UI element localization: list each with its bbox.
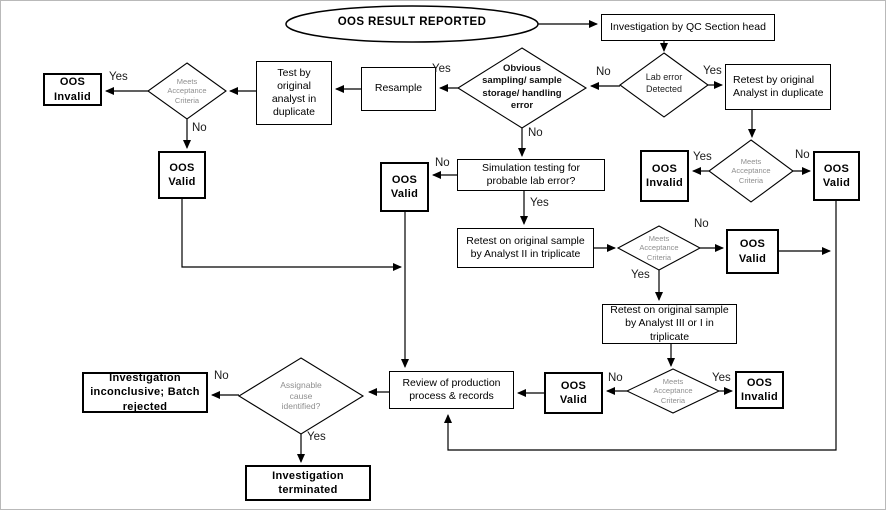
decision-meets-bottom-shape bbox=[625, 368, 721, 414]
edge-label-no-meets-left: No bbox=[192, 122, 207, 134]
decision-assignable-shape bbox=[237, 357, 365, 435]
edge-label-no-obvious: No bbox=[528, 127, 543, 139]
edge-valid-far-right-to-review bbox=[444, 201, 837, 451]
edge-label-yes-meets-left: Yes bbox=[109, 71, 128, 83]
node-oos-invalid-top-left: OOS Invalid bbox=[43, 73, 102, 106]
edge-label-yes-obvious: Yes bbox=[432, 63, 451, 75]
node-investigation-qc: Investigation by QC Section head bbox=[601, 14, 775, 41]
node-oos-valid-mid2: OOS Valid bbox=[726, 229, 779, 274]
edge-label-no-simulation: No bbox=[435, 157, 450, 169]
edge-label-yes-simulation: Yes bbox=[530, 197, 549, 209]
node-retest-analyst3: Retest on original sample by Analyst III… bbox=[602, 304, 737, 344]
node-simulation-testing: Simulation testing for probable lab erro… bbox=[457, 159, 605, 191]
node-review-production: Review of production process & records bbox=[389, 371, 514, 409]
decision-meets-right-label: Meets Acceptance Criteria bbox=[731, 157, 771, 185]
decision-assignable-label: Assignable cause identified? bbox=[280, 380, 322, 412]
start-ellipse bbox=[285, 5, 539, 43]
node-retest-original-analyst: Retest by original Analyst in duplicate bbox=[725, 64, 831, 110]
decision-meets-left-shape bbox=[147, 62, 227, 120]
decision-lab-error-shape bbox=[619, 52, 709, 118]
decision-meets-mid-shape bbox=[616, 225, 702, 271]
decision-obvious-error-label: Obvious sampling/ sample storage/ handli… bbox=[482, 63, 562, 112]
edge-label-yes-assignable: Yes bbox=[307, 431, 326, 443]
edge-label-no-meets-mid: No bbox=[694, 218, 709, 230]
node-investigation-terminated: Investigation terminated bbox=[245, 465, 371, 501]
node-oos-valid-left: OOS Valid bbox=[158, 151, 206, 199]
edge-label-no-meets-right: No bbox=[795, 149, 810, 161]
node-oos-invalid-right: OOS Invalid bbox=[640, 150, 689, 202]
edge-valid-left-to-junction bbox=[181, 199, 402, 271]
edge-label-yes-meets-mid: Yes bbox=[631, 269, 650, 281]
node-oos-valid-bottom: OOS Valid bbox=[544, 372, 603, 414]
node-investigation-inconclusive: Investigation inconclusive; Batch reject… bbox=[82, 372, 208, 413]
start-node-label: OOS RESULT REPORTED bbox=[337, 16, 487, 28]
edge-label-yes-lab-error: Yes bbox=[703, 65, 722, 77]
node-oos-valid-mid: OOS Valid bbox=[380, 162, 429, 212]
node-resample: Resample bbox=[361, 67, 436, 111]
node-oos-invalid-bottom: OOS Invalid bbox=[735, 371, 784, 409]
edge-label-no-meets-bottom: No bbox=[608, 372, 623, 384]
decision-meets-right-shape bbox=[708, 139, 794, 203]
edge-label-yes-meets-bottom: Yes bbox=[712, 372, 731, 384]
decision-meets-bottom-label: Meets Acceptance Criteria bbox=[653, 377, 693, 405]
decision-lab-error-label: Lab error Detected bbox=[645, 72, 683, 94]
decision-obvious-error-shape bbox=[456, 47, 588, 129]
edge-label-no-assignable: No bbox=[214, 370, 229, 382]
decision-meets-left-label: Meets Acceptance Criteria bbox=[167, 77, 207, 105]
edge-label-yes-meets-right: Yes bbox=[693, 151, 712, 163]
node-test-by-original-analyst: Test by original analyst in duplicate bbox=[256, 61, 332, 125]
decision-meets-mid-label: Meets Acceptance Criteria bbox=[639, 234, 679, 262]
edge-label-no-lab-error: No bbox=[596, 66, 611, 78]
node-oos-valid-far-right: OOS Valid bbox=[813, 151, 860, 201]
node-retest-analyst2: Retest on original sample by Analyst II … bbox=[457, 228, 594, 268]
